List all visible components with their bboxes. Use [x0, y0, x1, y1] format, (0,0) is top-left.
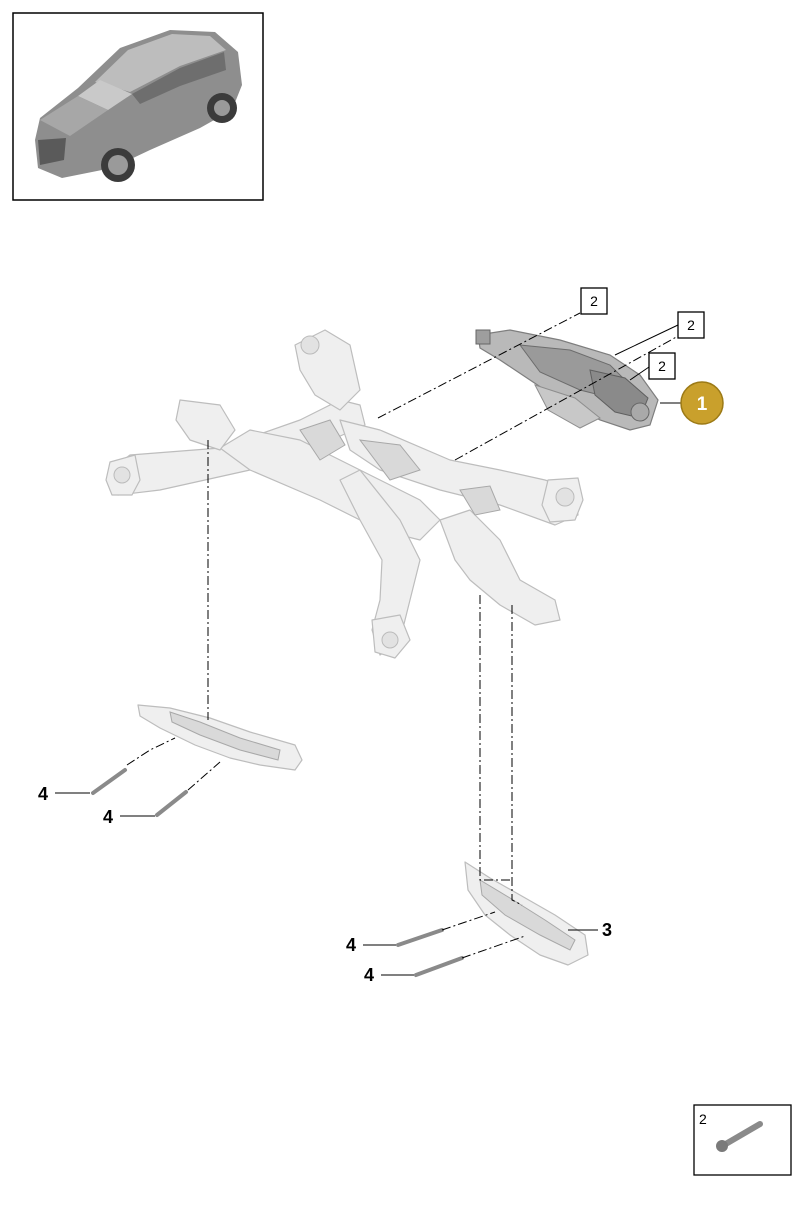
- callout-3[interactable]: 3: [602, 920, 612, 940]
- car-icon: [35, 30, 242, 182]
- svg-text:3: 3: [602, 920, 612, 940]
- svg-text:2: 2: [590, 293, 598, 309]
- svg-text:4: 4: [346, 935, 356, 955]
- svg-text:1: 1: [697, 394, 708, 415]
- bolt-detail-inset[interactable]: 2: [693, 1104, 792, 1176]
- svg-text:4: 4: [103, 807, 113, 827]
- rear-axle-subframe[interactable]: [105, 329, 584, 659]
- callout-4-b[interactable]: 4: [103, 807, 113, 827]
- svg-text:4: 4: [364, 965, 374, 985]
- right-underbody-cover[interactable]: [464, 861, 589, 966]
- callout-1-highlight[interactable]: 1: [680, 381, 724, 425]
- bolt-right-lower[interactable]: [414, 956, 464, 977]
- callout-4-d[interactable]: 4: [364, 965, 374, 985]
- callout-2-b[interactable]: 2: [677, 311, 705, 339]
- vehicle-inset[interactable]: [12, 12, 264, 201]
- bolt-left-upper[interactable]: [91, 768, 127, 795]
- callout-4-a[interactable]: 4: [38, 784, 48, 804]
- rear-axle-steering-actuator[interactable]: [475, 329, 659, 431]
- bolt-right-upper[interactable]: [396, 928, 444, 947]
- bolt-icon: [716, 1121, 763, 1152]
- callout-4-c[interactable]: 4: [346, 935, 356, 955]
- callout-2-a[interactable]: 2: [580, 287, 608, 315]
- svg-text:4: 4: [38, 784, 48, 804]
- svg-text:2: 2: [658, 358, 666, 374]
- callout-2-c[interactable]: 2: [648, 352, 676, 380]
- assembly-lines: [126, 312, 681, 959]
- bolt-left-lower[interactable]: [155, 790, 188, 817]
- svg-text:2: 2: [687, 317, 695, 333]
- left-underbody-cover[interactable]: [137, 704, 303, 771]
- svg-text:2: 2: [699, 1111, 707, 1127]
